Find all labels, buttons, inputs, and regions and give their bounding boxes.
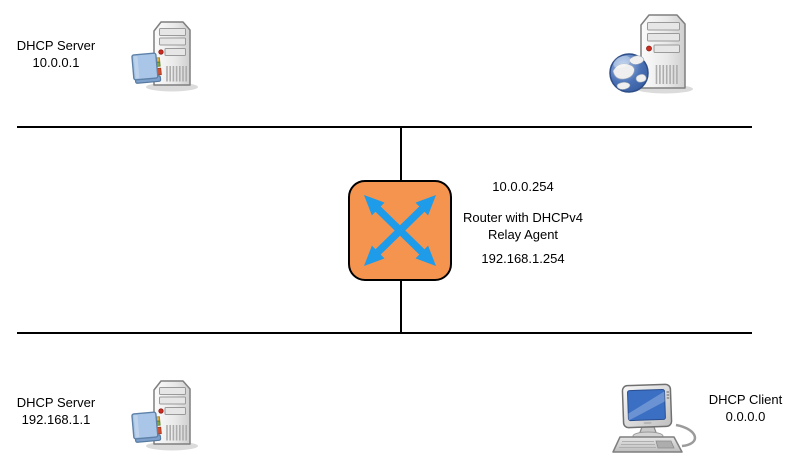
crossed-arrows-router-icon <box>348 180 452 281</box>
dhcp-client-label: DHCP Client 0.0.0.0 <box>690 391 801 425</box>
dhcp-client-ip: 0.0.0.0 <box>725 409 766 424</box>
router-ip-top: 10.0.0.254 <box>492 179 554 194</box>
server-led <box>158 408 164 414</box>
monitor <box>621 383 673 429</box>
server-led <box>646 45 652 52</box>
web-server-globe-icon <box>609 14 693 94</box>
dhcp-server-top-label: DHCP Server 10.0.0.1 <box>0 37 112 71</box>
desktop-computer-icon <box>612 383 696 453</box>
bottom-network-segment-line <box>17 332 752 334</box>
top-network-segment-line <box>17 126 752 128</box>
keyboard <box>612 436 683 453</box>
router-title: Router with DHCPv4 Relay Agent <box>463 210 583 242</box>
dhcp-server-bottom-name: DHCP Server <box>16 395 96 410</box>
directory-server-icon <box>131 380 198 451</box>
dhcp-server-bottom-ip: 192.168.1.1 <box>21 412 91 427</box>
server-led <box>158 49 164 55</box>
dhcp-server-bottom-label: DHCP Server 192.168.1.1 <box>0 394 112 428</box>
dhcp-client-name: DHCP Client <box>708 392 783 407</box>
directory-server-icon <box>131 21 198 92</box>
dhcp-server-top-ip: 10.0.0.1 <box>32 55 80 70</box>
cable <box>675 423 696 448</box>
book-icon <box>131 411 162 443</box>
book-icon <box>131 52 162 84</box>
router-ip-bottom: 192.168.1.254 <box>481 251 565 266</box>
dhcp-server-top-name: DHCP Server <box>16 38 96 53</box>
globe-icon <box>609 53 649 93</box>
